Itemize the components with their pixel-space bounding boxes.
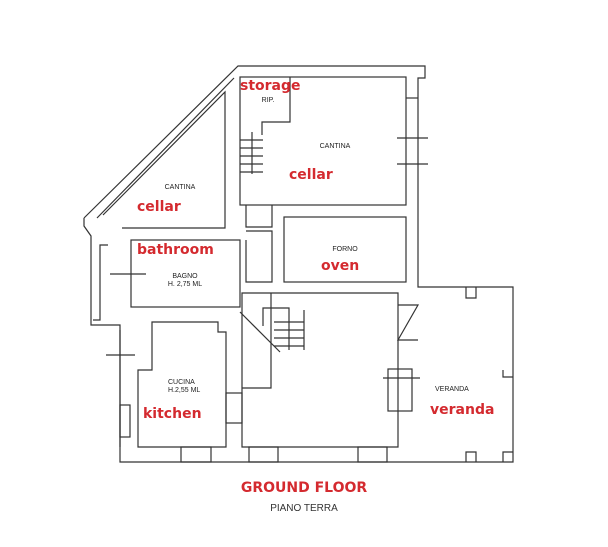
bathroom-label-it: BAGNO: [172, 273, 198, 280]
veranda-label-it: VERANDA: [435, 386, 469, 393]
plan-subtitle: PIANO TERRA: [270, 503, 338, 514]
veranda-label: veranda: [430, 402, 495, 418]
plan-title: GROUND FLOOR: [240, 480, 368, 496]
outer-walls: [83, 65, 514, 463]
oven-label-it: FORNO: [332, 246, 358, 253]
stairs: [239, 132, 305, 353]
storage-label: storage: [240, 78, 301, 94]
cellar-upper-label-it: CANTINA: [319, 143, 351, 150]
cellar-left-label-it: CANTINA: [164, 184, 196, 191]
kitchen-label-it: CUCINA: [168, 379, 195, 386]
cellar-upper-label: cellar: [289, 167, 333, 183]
kitchen-label: kitchen: [143, 406, 202, 422]
oven-label: oven: [321, 258, 360, 274]
bathroom-label: bathroom: [137, 242, 214, 258]
interior-walls: [102, 76, 513, 463]
bathroom-height: H. 2,75 ML: [167, 281, 203, 288]
kitchen-height: H.2,55 ML: [168, 387, 201, 394]
storage-label-it: RIP.: [261, 97, 275, 104]
cellar-left-label: cellar: [137, 199, 181, 215]
